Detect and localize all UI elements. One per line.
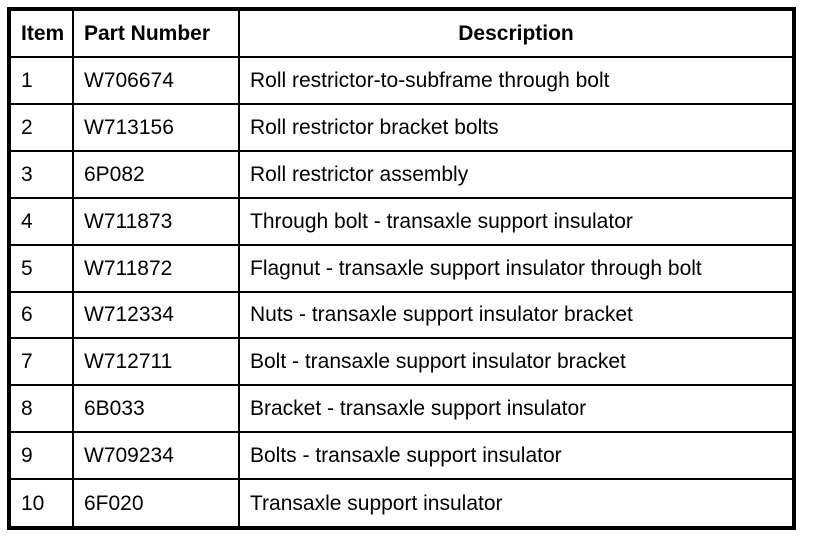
table-row: 4 W711873 Through bolt - transaxle suppo… (8, 196, 795, 246)
part-number-cell: W706674 (72, 56, 240, 105)
item-cell: 5 (8, 243, 74, 293)
description-cell: Bracket - transaxle support insulator (238, 384, 795, 434)
part-number-cell: W712334 (72, 290, 240, 340)
table-header: Item Part Number Description (8, 8, 795, 58)
part-number-cell: W713156 (72, 102, 240, 152)
description-cell: Roll restrictor-to-subframe through bolt (238, 56, 795, 105)
part-number-cell: W711872 (72, 243, 240, 293)
item-cell: 7 (8, 337, 74, 387)
item-cell: 2 (8, 102, 74, 152)
table-row: 7 W712711 Bolt - transaxle support insul… (8, 337, 795, 387)
item-cell: 4 (8, 196, 74, 246)
column-header-part-number: Part Number (72, 8, 240, 58)
description-cell: Roll restrictor bracket bolts (238, 102, 795, 152)
table-row: 1 W706674 Roll restrictor-to-subframe th… (8, 56, 795, 105)
table-row: 8 6B033 Bracket - transaxle support insu… (8, 384, 795, 434)
description-cell: Bolt - transaxle support insulator brack… (238, 337, 795, 387)
header-row: Item Part Number Description (8, 8, 795, 58)
column-header-description: Description (238, 8, 795, 58)
item-cell: 3 (8, 149, 74, 199)
description-cell: Flagnut - transaxle support insulator th… (238, 243, 795, 293)
description-cell: Through bolt - transaxle support insulat… (238, 196, 795, 246)
part-number-cell: W711873 (72, 196, 240, 246)
parts-table: Item Part Number Description 1 W706674 R… (7, 7, 796, 530)
column-header-item: Item (8, 8, 74, 58)
item-cell: 9 (8, 431, 74, 481)
item-cell: 8 (8, 384, 74, 434)
table-row: 6 W712334 Nuts - transaxle support insul… (8, 290, 795, 340)
description-cell: Nuts - transaxle support insulator brack… (238, 290, 795, 340)
table-row: 5 W711872 Flagnut - transaxle support in… (8, 243, 795, 293)
table-row: 2 W713156 Roll restrictor bracket bolts (8, 102, 795, 152)
part-number-cell: 6B033 (72, 384, 240, 434)
table-row: 3 6P082 Roll restrictor assembly (8, 149, 795, 199)
item-cell: 10 (8, 478, 74, 529)
item-cell: 6 (8, 290, 74, 340)
part-number-cell: 6F020 (72, 478, 240, 529)
table-row: 9 W709234 Bolts - transaxle support insu… (8, 431, 795, 481)
description-cell: Bolts - transaxle support insulator (238, 431, 795, 481)
part-number-cell: W712711 (72, 337, 240, 387)
description-cell: Transaxle support insulator (238, 478, 795, 529)
table-row: 10 6F020 Transaxle support insulator (8, 478, 795, 529)
item-cell: 1 (8, 56, 74, 105)
part-number-cell: W709234 (72, 431, 240, 481)
table-body: 1 W706674 Roll restrictor-to-subframe th… (8, 56, 795, 529)
part-number-cell: 6P082 (72, 149, 240, 199)
description-cell: Roll restrictor assembly (238, 149, 795, 199)
